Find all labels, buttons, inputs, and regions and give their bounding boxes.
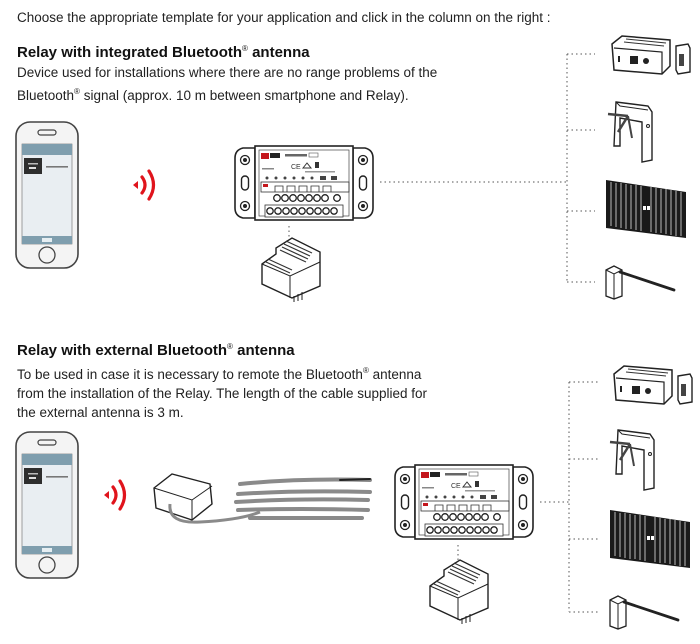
section-external-text: Relay with external Bluetooth® antenna T…: [17, 342, 427, 422]
section-description: To be used in case it is necessary to re…: [17, 366, 427, 420]
power-supply-illustration: [261, 237, 321, 303]
section-title: Relay with external Bluetooth® antenna: [17, 342, 295, 359]
smart-relay-illustration: [234, 145, 374, 221]
antenna-cable: [234, 477, 372, 520]
section-integrated-text: Relay with integrated Bluetooth® antenna…: [17, 44, 437, 105]
intro-text: Choose the appropriate template for your…: [17, 10, 551, 25]
external-antenna-illustration: [153, 473, 261, 524]
section-title: Relay with integrated Bluetooth® antenna: [17, 44, 310, 61]
application-barrier[interactable]: [604, 264, 676, 301]
application-electric-lock[interactable]: [611, 35, 691, 75]
application-barrier[interactable]: [608, 594, 680, 631]
phone-illustration: [15, 431, 79, 579]
application-electric-lock[interactable]: [613, 365, 693, 405]
branch-lines: [569, 381, 598, 613]
application-gate[interactable]: [605, 179, 687, 239]
application-turnstile[interactable]: [608, 428, 656, 492]
branch-lines: [567, 53, 595, 283]
smart-relay-illustration: [394, 464, 534, 540]
bluetooth-signal-icon: [102, 479, 127, 511]
application-gate[interactable]: [609, 509, 691, 569]
bluetooth-signal-icon: [131, 169, 156, 201]
phone-illustration: [15, 121, 79, 269]
power-supply-illustration: [429, 559, 489, 625]
section-description: Device used for installations where ther…: [17, 65, 438, 103]
application-turnstile[interactable]: [606, 100, 654, 164]
